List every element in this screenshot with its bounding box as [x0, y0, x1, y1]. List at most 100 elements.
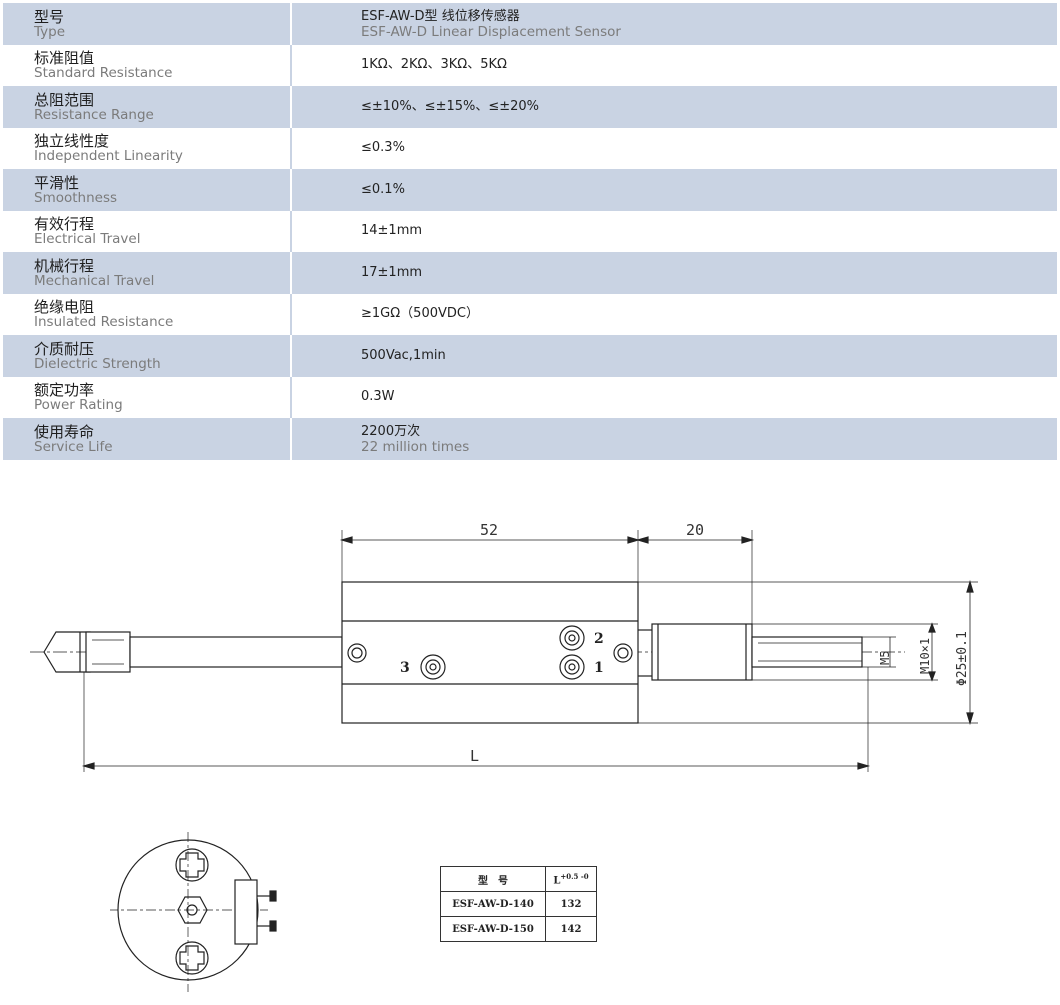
spec-value: 500Vac,1min [361, 347, 446, 363]
spec-value-sub: 22 million times [361, 438, 470, 455]
spec-value: ESF-AW-D型 线位移传感器 [361, 8, 520, 24]
dim-label-m10: M10×1 [918, 638, 932, 674]
screw-bottom [175, 941, 209, 975]
header-model: 型 号 [440, 866, 546, 892]
dim-label-body: 52 [480, 521, 498, 539]
model-name: ESF-AW-D-150 [440, 916, 546, 942]
spec-label-en: Standard Resistance [34, 65, 173, 82]
spec-value-cell: 14±1mm [291, 211, 1057, 253]
spec-label-zh: 介质耐压 [34, 339, 95, 358]
threaded-nut [651, 623, 753, 681]
model-table-header: 型 号 L+0.5 -0 [440, 866, 597, 892]
terminal-label-2: 2 [594, 631, 604, 647]
spec-value: 17±1mm [361, 264, 423, 280]
spec-value: ≤±10%、≤±15%、≤±20% [361, 98, 540, 114]
spec-label-zh: 使用寿命 [34, 422, 95, 441]
spec-label-en: Independent Linearity [34, 148, 183, 165]
spec-label-zh: 机械行程 [34, 256, 95, 275]
spec-value-cell: 500Vac,1min [291, 335, 1057, 377]
spec-value-cell: ≥1GΩ（500VDC） [291, 294, 1057, 336]
spec-label-zh: 额定功率 [34, 381, 95, 400]
sensor-body [341, 581, 639, 724]
spec-value-cell: ≤0.3% [291, 128, 1057, 170]
mount-hole-right [613, 643, 633, 663]
spec-label-zh: 有效行程 [34, 215, 95, 234]
spec-label-zh: 绝缘电阻 [34, 298, 95, 317]
terminal-label-1: 1 [594, 660, 604, 676]
header-tolerance: +0.5 -0 [560, 871, 589, 881]
spec-label-zh: 平滑性 [34, 173, 80, 192]
spec-value-cell: ≤±10%、≤±15%、≤±20% [291, 86, 1057, 128]
spec-label-zh: 总阻范围 [34, 90, 95, 109]
model-length: 132 [545, 891, 597, 917]
terminal-label-3: 3 [400, 660, 410, 676]
dim-label-overall: L [470, 747, 479, 765]
spec-value: ≥1GΩ（500VDC） [361, 306, 479, 322]
spec-label-zh: 型号 [34, 7, 65, 26]
probe-collar [85, 631, 131, 673]
spec-value-cell: 0.3W [291, 377, 1057, 419]
spec-label-zh: 独立线性度 [34, 132, 110, 151]
mount-hole-left [347, 643, 367, 663]
spec-label-en: Smoothness [34, 189, 118, 206]
model-name: ESF-AW-D-140 [440, 891, 546, 917]
spec-label-en: Insulated Resistance [34, 314, 174, 331]
dim-label-m5: M5 [878, 651, 892, 665]
spec-label-en: Electrical Travel [34, 231, 141, 248]
spec-value: 2200万次 [361, 423, 421, 439]
model-length: 142 [545, 916, 597, 942]
terminal-1-ring [559, 654, 585, 680]
screw-top [175, 848, 209, 882]
spec-label-en: Type [34, 23, 66, 40]
spec-value: ≤0.3% [361, 140, 405, 156]
spec-label-en: Service Life [34, 438, 113, 455]
dim-label-extension: 20 [686, 521, 704, 539]
spec-value: 0.3W [361, 389, 395, 405]
spec-value-cell: 1KΩ、2KΩ、3KΩ、5KΩ [291, 45, 1057, 87]
spec-value-cell: ≤0.1% [291, 169, 1057, 211]
probe-shaft [129, 636, 343, 668]
header-length: L+0.5 -0 [545, 866, 597, 892]
spec-label-en: Power Rating [34, 397, 123, 414]
spec-value-sub: ESF-AW-D Linear Displacement Sensor [361, 23, 621, 40]
spec-label-en: Resistance Range [34, 106, 154, 123]
terminal-2-ring [559, 625, 585, 651]
hex-center [177, 896, 208, 924]
spec-value: ≤0.1% [361, 181, 405, 197]
spec-value-cell: 17±1mm [291, 252, 1057, 294]
terminal-3-ring [420, 654, 446, 680]
spec-value: 14±1mm [361, 223, 423, 239]
spec-label-en: Mechanical Travel [34, 272, 155, 289]
terminal-block [234, 879, 258, 945]
spec-label-zh: 标准阻值 [34, 49, 95, 68]
side-view-drawing: 52 20 L M5 M10×1 Φ25±0.1 2 1 3 [30, 521, 978, 772]
